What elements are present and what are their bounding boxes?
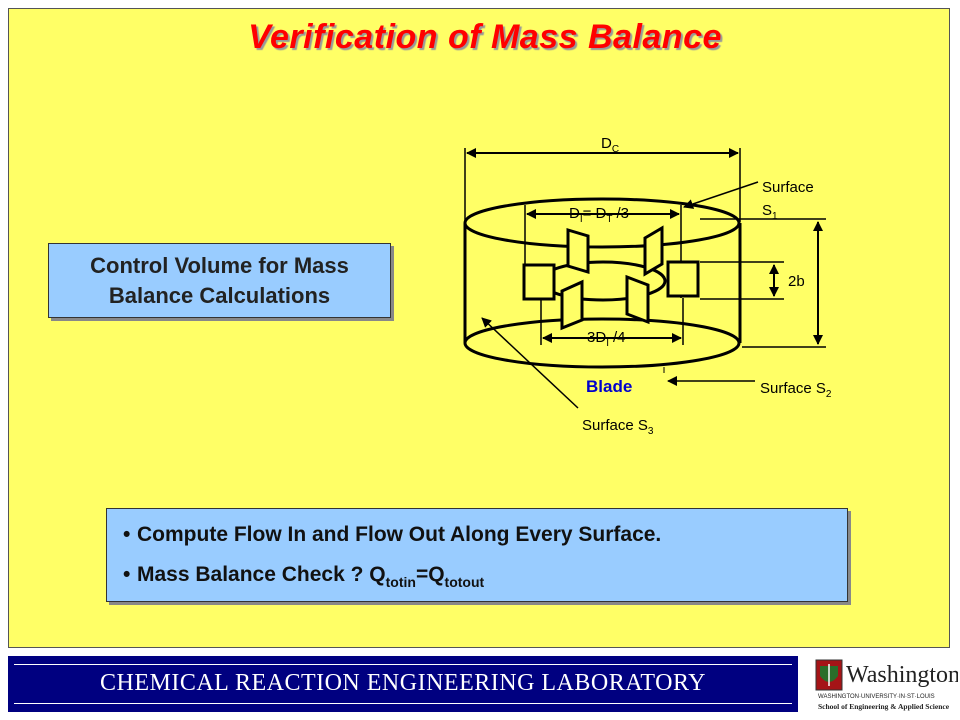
di-label: DI= DT/3 xyxy=(569,205,629,225)
bullet-2-eq: =Q xyxy=(415,563,445,586)
three-quarter-di-label: 3DI/4 xyxy=(587,329,625,349)
blade-back-right xyxy=(643,225,664,277)
two-b-label: 2b xyxy=(788,273,805,290)
blade-right xyxy=(666,260,700,298)
surface-s2-label: Surface S2 xyxy=(760,380,832,400)
control-volume-diagram: DC DI= DT/3 3DI/4 2b Surface S1 Surface … xyxy=(463,135,832,437)
bullet-1: • Compute Flow In and Flow Out Along Ever… xyxy=(123,523,661,547)
blade-front-right xyxy=(625,274,650,325)
blade-label: Blade xyxy=(586,377,632,396)
bullet-2-text: Mass Balance Check ? Q xyxy=(137,563,386,586)
bullet-dot-icon: • xyxy=(123,523,131,546)
dc-label: DC xyxy=(601,135,619,155)
surface-s1-ellipse xyxy=(463,197,741,249)
slide-title: Verification of Mass Balance xyxy=(248,18,722,56)
bullet-2: • Mass Balance Check ? Qtotin=Qtotout xyxy=(123,563,484,590)
logo-line2: WASHINGTON·UNIVERSITY·IN·ST·LOUIS xyxy=(818,694,935,700)
surface-s1-label-line1: Surface xyxy=(762,179,814,196)
bullet-1-text: Compute Flow In and Flow Out Along Every… xyxy=(137,523,662,546)
logo-line3: School of Engineering & Applied Science xyxy=(818,702,950,711)
surface-s2-ellipse xyxy=(463,317,741,369)
blade-front-left xyxy=(560,279,584,331)
bullet-dot-icon: • xyxy=(123,563,131,586)
cylinder xyxy=(463,197,742,369)
control-volume-line2: Balance Calculations xyxy=(108,283,331,308)
surface-s1-arrow xyxy=(683,181,759,209)
logo-wordmark: Washington xyxy=(846,662,958,688)
impeller xyxy=(522,205,700,345)
bullet-2-sub-totin: totin xyxy=(385,574,416,590)
footer-text: CHEMICAL REACTION ENGINEERING LABORATORY xyxy=(100,670,706,696)
blade-back-left xyxy=(566,227,590,275)
footer-bar: CHEMICAL REACTION ENGINEERING LABORATORY xyxy=(8,656,798,712)
control-volume-box: Control Volume for Mass Balance Calculat… xyxy=(48,243,391,318)
surface-s1-label-line2: S1 xyxy=(762,202,778,222)
blade-left xyxy=(522,263,556,301)
bullet-2-sub-totout: totout xyxy=(444,574,485,590)
bullet-box: • Compute Flow In and Flow Out Along Ever… xyxy=(106,508,848,602)
surface-s3-label: Surface S3 xyxy=(582,417,654,437)
control-volume-line1: Control Volume for Mass xyxy=(90,253,349,278)
washington-university-logo: Washington WASHINGTON·UNIVERSITY·IN·ST·L… xyxy=(815,659,958,711)
surface-s3-arrow xyxy=(481,317,579,409)
